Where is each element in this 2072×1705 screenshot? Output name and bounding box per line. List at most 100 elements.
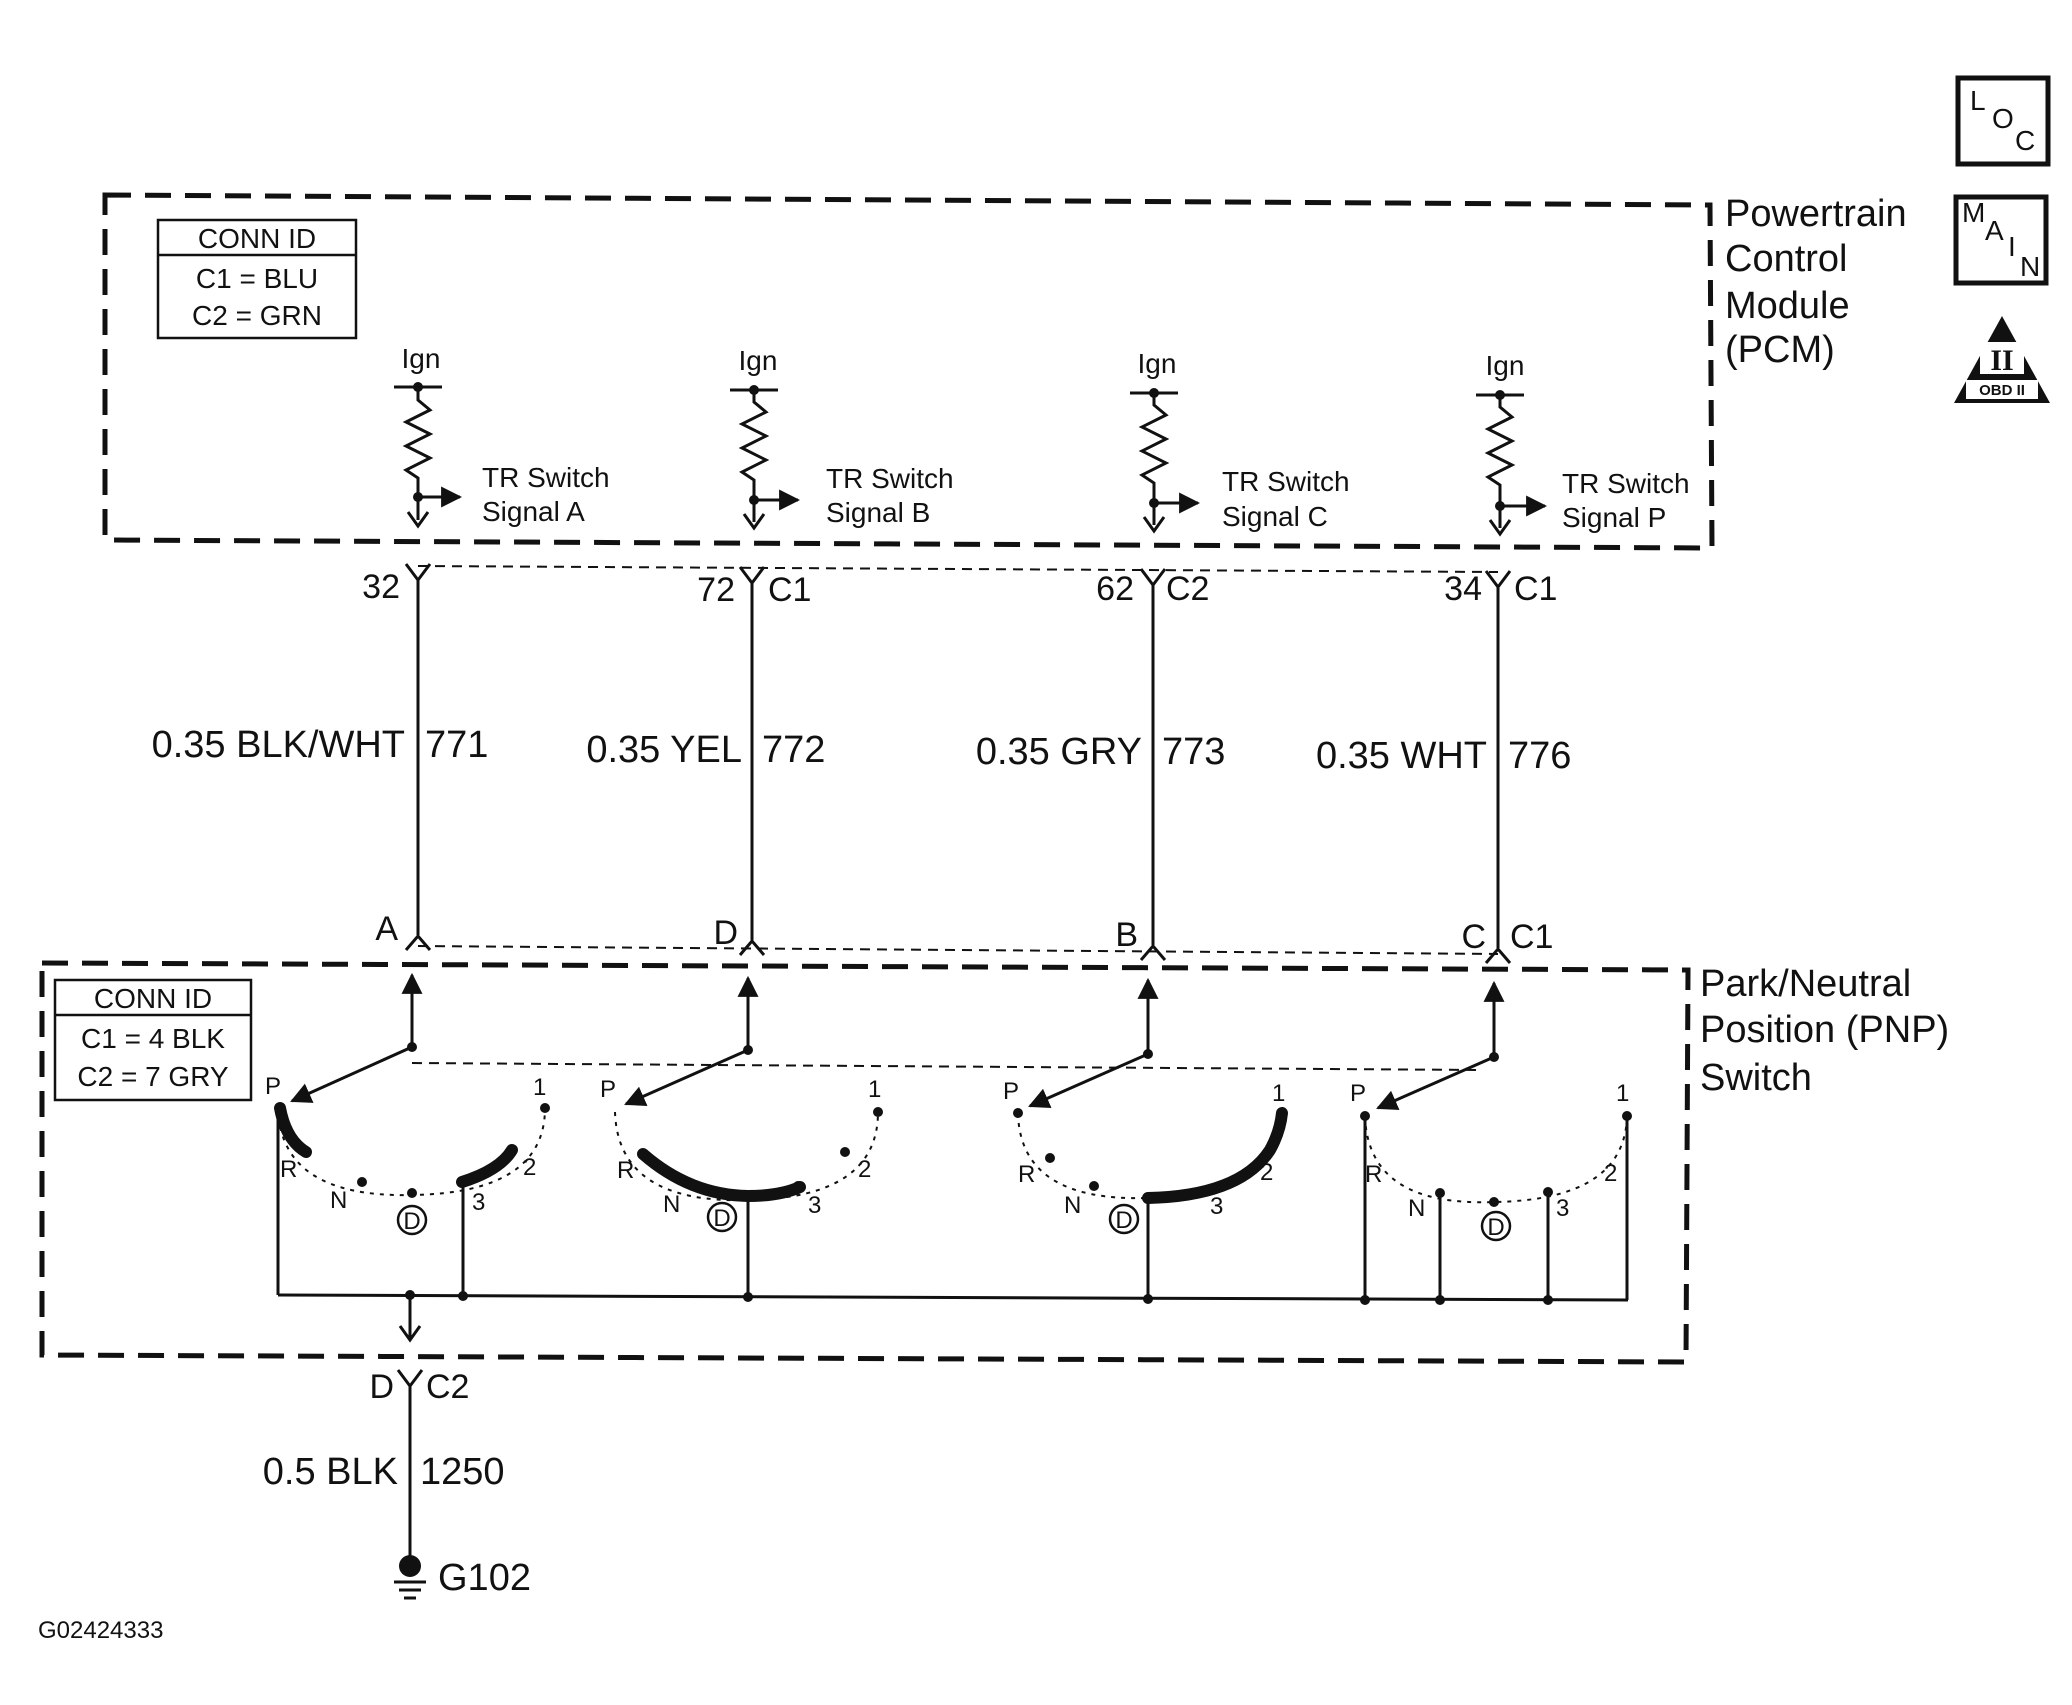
signal-p-line-2: Signal P [1562,502,1666,533]
pin-number: 34 [1444,570,1482,608]
wire-spec: 0.35 YEL [586,729,742,771]
position-1: 1 [1272,1080,1285,1107]
circuit-number: 771 [425,724,488,766]
signal-a-line-1: TR Switch [482,462,610,493]
position-d: D [713,1205,730,1232]
loc-icon[interactable]: L O C [1955,75,2051,167]
signal-c-line-2: Signal C [1222,501,1328,532]
svg-text:C: C [2015,125,2035,156]
wire-spec: 0.35 GRY [976,731,1142,773]
pnp-title-line-2: Position (PNP) [1700,1009,1949,1051]
svg-text:N: N [2020,251,2040,282]
position-p: P [1003,1078,1019,1105]
position-r: R [1018,1161,1035,1188]
pnp-title: Park/Neutral Position (PNP) Switch [1700,963,1949,1099]
position-n: N [330,1187,347,1214]
ground-connector-pin [396,1369,424,1389]
circuit-number: 776 [1508,735,1571,777]
position-n: N [1408,1195,1425,1222]
position-d: D [1487,1214,1504,1241]
obd-ii-icon[interactable]: II OBD II [1954,316,2050,403]
ign-label: Ign [739,345,778,376]
switch-p: P R N D 3 2 1 [1350,980,1632,1305]
pin-letter: C [1461,918,1486,956]
svg-text:I: I [2008,231,2016,262]
switch-c: P R N D 3 2 1 [1003,977,1288,1304]
pnp-switch: Park/Neutral Position (PNP) Switch CONN … [39,960,1949,1365]
ground-bus [277,1293,1629,1302]
pnp-conn-id-header: CONN ID [94,983,212,1014]
pcm-pin-34-c1: 34 C1 [1444,570,1557,608]
pnp-connector-dashed-link [417,945,1499,955]
main-icon[interactable]: M A I N [1953,194,2049,286]
circuit-number: 773 [1162,731,1225,773]
position-2: 2 [523,1154,536,1181]
drive-circle-icon [1108,1203,1140,1235]
pcm-module: Powertrain Control Module (PCM) CONN ID … [102,192,1907,551]
position-3: 3 [1556,1195,1569,1222]
signal-p-line-1: TR Switch [1562,468,1690,499]
wire-771: 0.35 BLK/WHT 771 [152,580,488,935]
pin-letter: B [1115,916,1138,954]
svg-text:O: O [1992,103,2014,134]
ground-wire-spec: 0.5 BLK [263,1451,398,1493]
position-d: D [403,1208,420,1235]
pnp-conn-id-row-2: C2 = 7 GRY [77,1061,229,1092]
ign-label: Ign [1138,348,1177,379]
ground-pin-letter: D [369,1368,394,1406]
ign-label: Ign [402,343,441,374]
signal-b-line-1: TR Switch [826,463,954,494]
position-r: R [617,1157,634,1184]
pcm-conn-id-table: CONN ID C1 = BLU C2 = GRN [156,218,358,340]
pull-up-circuit-b: Ign TR Switch Signal B [730,345,954,531]
pcm-conn-id-frame [156,218,358,340]
position-3: 3 [1210,1193,1223,1220]
pcm-title-line-3: Module [1725,285,1850,327]
ign-label: Ign [1486,350,1525,381]
switch-b: P R N D 3 2 1 [600,975,883,1302]
position-1: 1 [1616,1080,1629,1107]
pcm-conn-id-row-2: C2 = GRN [192,300,322,331]
circuit-number: 772 [762,729,825,771]
pnp-pin-d: D [713,914,766,956]
pcm-conn-id-row-1: C1 = BLU [196,263,318,294]
pull-up-circuit-c: Ign TR Switch Signal C [1130,348,1350,534]
ground-circuit: D C2 0.5 BLK 1250 G102 [263,1368,531,1600]
pin-number: 72 [697,571,735,609]
pnp-pin-b: B [1115,916,1167,961]
ground-circuit-number: 1250 [420,1451,505,1493]
pcm-title: Powertrain Control Module (PCM) [1725,193,1907,371]
position-1: 1 [868,1076,881,1103]
connector-label: C1 [768,571,811,609]
position-2: 2 [1260,1159,1273,1186]
connector-label: C1 [1514,570,1557,608]
pin-letter: A [375,910,398,948]
position-n: N [663,1191,680,1218]
switch-mechanical-link [411,1062,1481,1071]
ground-symbol-icon [394,1555,426,1600]
resistor-icon [1484,395,1516,528]
switch-a: P R N D 3 2 1 [265,972,550,1301]
position-1: 1 [533,1074,546,1101]
pcm-dashed-outline [102,192,1715,551]
position-p: P [265,1073,281,1100]
pcm-title-line-1: Powertrain [1725,193,1907,235]
figure-id: G02424333 [38,1617,163,1644]
pnp-pin-a: A [375,910,432,951]
resistor-icon [738,390,770,522]
position-r: R [1365,1161,1382,1188]
position-n: N [1064,1192,1081,1219]
svg-text:A: A [1985,215,2004,246]
wire-spec: 0.35 BLK/WHT [152,724,405,766]
pcm-conn-id-header: CONN ID [198,223,316,254]
signal-c-line-1: TR Switch [1222,466,1350,497]
pin-letter: D [713,914,738,952]
pnp-dashed-outline [39,960,1691,1365]
connector-label: C2 [1166,570,1209,608]
svg-text:M: M [1962,197,1985,228]
position-r: R [280,1156,297,1183]
pcm-title-line-2: Control [1725,238,1848,280]
pcm-title-line-4: (PCM) [1725,329,1835,371]
pnp-conn-id-row-1: C1 = 4 BLK [81,1023,225,1054]
